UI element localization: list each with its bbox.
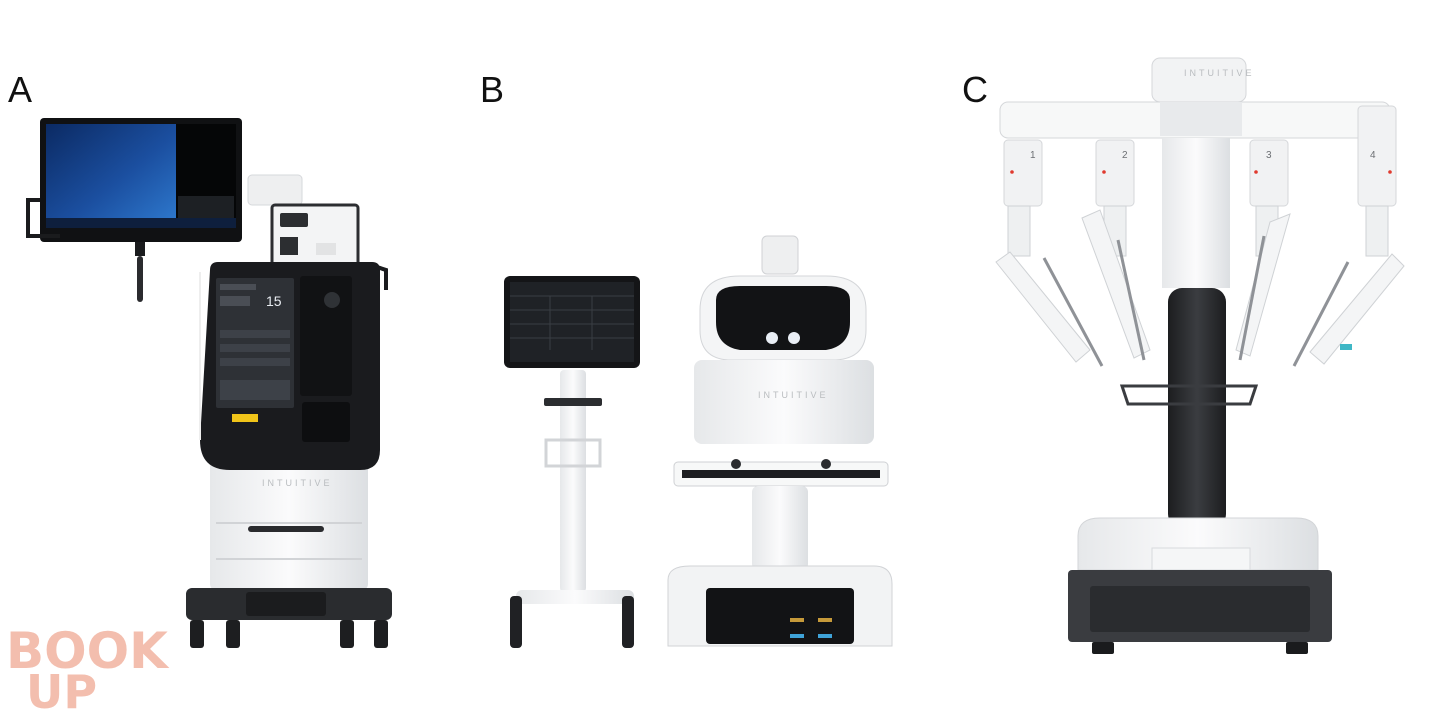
panel-label-b: B — [480, 69, 505, 110]
patient-cart-brand-text: INTUITIVE — [1184, 68, 1255, 78]
patient-cart: INTUITIVE 1 2 3 4 — [995, 57, 1405, 654]
arm-number-4: 4 — [1370, 150, 1376, 161]
panel-label-a: A — [8, 69, 33, 110]
vision-cart-screen-value: 15 — [266, 293, 282, 309]
watermark-line1: BOOK — [6, 622, 170, 680]
surgeon-console-brand-text: INTUITIVE — [758, 390, 829, 400]
arm-number-2: 2 — [1122, 150, 1128, 161]
vision-cart: INTUITIVE 15 — [26, 118, 392, 648]
surgeon-console: INTUITIVE — [667, 235, 893, 647]
vision-cart-brand-text: INTUITIVE — [262, 478, 333, 488]
arm-number-3: 3 — [1266, 150, 1272, 161]
surgeon-console-touchpad — [504, 276, 640, 648]
watermark-logo: BOOK UP — [6, 622, 170, 714]
watermark-line2: UP — [26, 665, 97, 714]
vision-cart-monitor — [26, 118, 242, 302]
arm-number-1: 1 — [1030, 150, 1036, 161]
panel-label-c: C — [962, 69, 988, 110]
